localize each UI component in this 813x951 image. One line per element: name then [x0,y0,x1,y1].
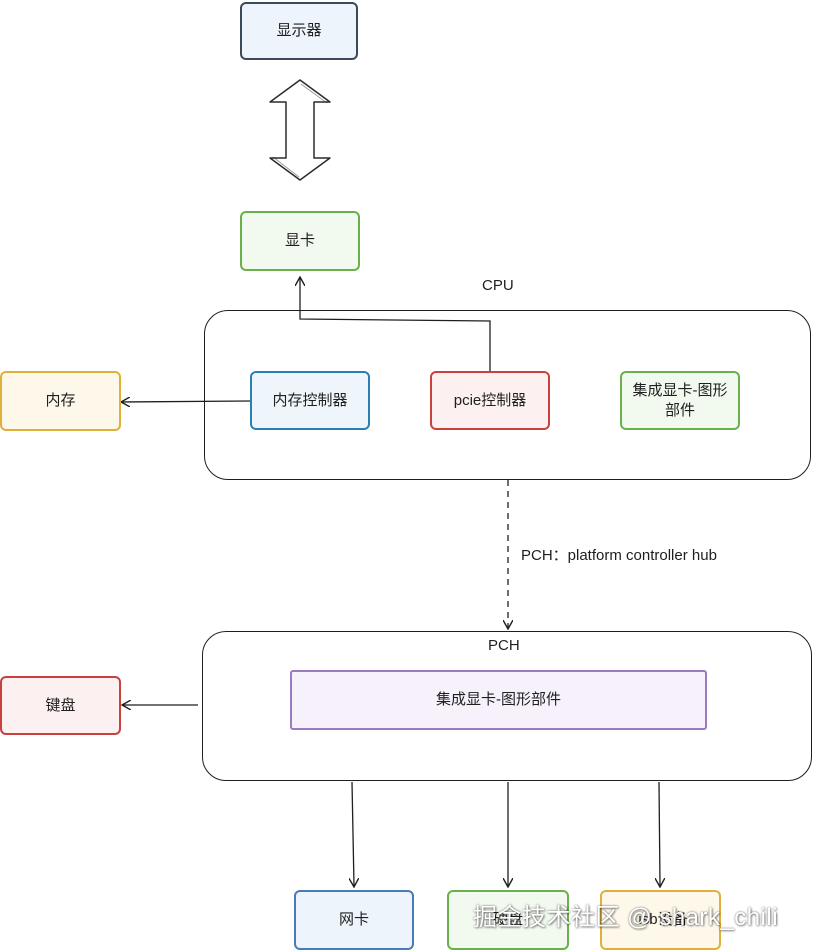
node-keyboard: 键盘 [0,676,121,735]
double-arrow-display-gpu [269,79,331,181]
node-integrated-gpu-pch-label: 集成显卡-图形部件 [436,691,561,708]
node-memory: 内存 [0,371,121,431]
cpu-title: CPU [482,277,514,294]
node-memory-controller-label: 内存控制器 [272,391,348,409]
edge-label-pch: PCH：platform controller hub [521,547,717,564]
node-pcie-controller-label: pcie控制器 [453,391,527,409]
edge-pch-to-nic [352,781,354,886]
edge-pcie-to-gpu [300,278,491,371]
node-disk: 硬盘 [447,890,569,950]
pch-title: PCH [488,637,520,654]
node-display-label: 显示器 [276,22,322,39]
node-disk-label: 硬盘 [492,911,523,928]
cpu-container [204,310,811,480]
node-pcie-controller: pcie控制器 [430,371,550,430]
node-usb-label: usb设备 [633,911,688,928]
node-usb: usb设备 [600,890,721,950]
node-memory-controller: 内存控制器 [250,371,370,430]
node-integrated-gpu-pch: 集成显卡-图形部件 [290,670,707,730]
node-integrated-gpu-cpu-label: 集成显卡-图形部件 [632,381,728,419]
edge-memctrl-to-memory [122,401,251,402]
node-nic: 网卡 [294,890,414,950]
node-display: 显示器 [240,2,358,60]
node-gpu: 显卡 [240,211,360,271]
node-integrated-gpu-cpu: 集成显卡-图形部件 [620,371,740,430]
edge-pch-to-usb [659,781,660,886]
watermark: 掘金技术社区 @ shark_chili [473,904,779,931]
node-keyboard-label: 键盘 [45,696,76,714]
pch-container [202,631,812,781]
node-gpu-label: 显卡 [284,232,315,249]
node-memory-label: 内存 [45,392,76,409]
node-nic-label: 网卡 [338,911,369,928]
